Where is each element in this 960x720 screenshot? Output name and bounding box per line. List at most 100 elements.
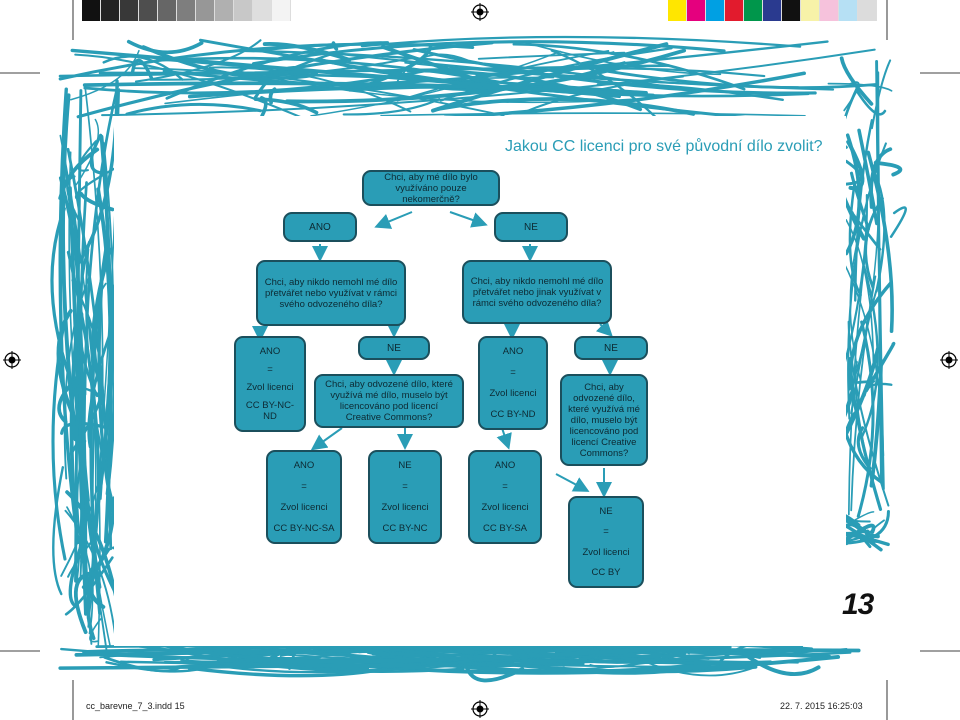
answer-no-noncommercial: NE xyxy=(494,212,568,242)
scribble-stroke xyxy=(867,519,885,544)
scribble-stroke xyxy=(742,651,821,676)
process-color-bar xyxy=(668,0,877,21)
page-number: 13 xyxy=(842,588,874,621)
question-share-alike-nc: Chci, aby odvozené dílo, které využívá m… xyxy=(314,374,464,428)
footer-timestamp: 22. 7. 2015 16:25:03 xyxy=(780,701,863,711)
result-cc-by-nc-sa: ANO = Zvol licenci CC BY-NC-SA xyxy=(266,450,342,544)
scribble-stroke xyxy=(79,191,115,212)
arrow xyxy=(449,211,488,228)
question-noncommercial: Chci, aby mé dílo bylo využíváno pouze n… xyxy=(362,170,500,206)
result-cc-by-sa: ANO = Zvol licenci CC BY-SA xyxy=(468,450,542,544)
scribble-stroke xyxy=(847,142,887,420)
scribble-stroke xyxy=(158,56,537,91)
scribble-stroke xyxy=(406,68,643,112)
arrow xyxy=(374,211,413,229)
arrow xyxy=(310,427,343,451)
scribble-stroke xyxy=(870,59,892,130)
scribble-stroke xyxy=(92,187,113,529)
scribble-stroke xyxy=(520,40,722,76)
answer-no-derivatives-nc-no: NE xyxy=(358,336,430,360)
scribble-stroke xyxy=(52,466,65,596)
answer-yes-noncommercial: ANO xyxy=(283,212,357,242)
scribble-stroke xyxy=(103,655,181,673)
scribble-stroke xyxy=(160,643,322,661)
scribble-stroke xyxy=(310,50,562,117)
result-cc-by: NE = Zvol licenci CC BY xyxy=(568,496,644,588)
scribble-stroke xyxy=(82,81,655,98)
scribble-stroke xyxy=(77,162,93,645)
scribble-stroke xyxy=(854,119,874,302)
scribble-stroke xyxy=(860,265,879,439)
registration-mark-icon xyxy=(940,351,958,369)
scribble-stroke xyxy=(181,651,465,673)
scribble-stroke xyxy=(271,648,848,662)
scribble-stroke xyxy=(89,618,102,643)
registration-mark-icon xyxy=(3,351,21,369)
scribble-stroke xyxy=(134,67,505,117)
scribble-stroke xyxy=(839,347,880,446)
scribble-stroke xyxy=(58,42,475,81)
scribble-stroke xyxy=(70,48,621,99)
arrow xyxy=(555,473,590,492)
question-no-derivatives-nc: Chci, aby nikdo nemohl mé dílo přetvářet… xyxy=(256,260,406,326)
scribble-stroke xyxy=(857,128,879,226)
registration-mark-icon xyxy=(471,3,489,21)
scribble-stroke xyxy=(268,87,277,105)
scribble-stroke xyxy=(873,160,903,177)
scribble-stroke xyxy=(517,662,709,675)
footer-file-name: cc_barevne_7_3.indd 15 xyxy=(86,701,185,711)
scribble-stroke xyxy=(141,45,319,80)
scribble-stroke xyxy=(342,98,441,116)
scribble-stroke xyxy=(101,48,876,117)
scribble-stroke xyxy=(264,43,335,52)
result-cc-by-nc-nd: ANO = Zvol licenci CC BY-NC-ND xyxy=(234,336,306,432)
grayscale-color-bar xyxy=(82,0,291,21)
scribble-stroke xyxy=(58,64,671,78)
scribble-stroke xyxy=(380,45,505,91)
result-cc-by-nd: ANO = Zvol licenci CC BY-ND xyxy=(478,336,548,430)
scribble-stroke xyxy=(74,53,309,121)
scribble-stroke xyxy=(864,197,884,289)
scribble-stroke xyxy=(848,356,883,511)
scribble-stroke xyxy=(512,42,746,91)
scribble-stroke xyxy=(119,651,852,666)
registration-mark-icon xyxy=(471,700,489,718)
question-share-alike: Chci, aby odvozené dílo, které využívá m… xyxy=(560,374,648,466)
scribble-stroke xyxy=(331,41,339,51)
scribble-stroke xyxy=(848,183,862,297)
result-cc-by-nc: NE = Zvol licenci CC BY-NC xyxy=(368,450,442,544)
scribble-stroke xyxy=(850,275,877,512)
scribble-stroke xyxy=(360,35,802,48)
scribble-stroke xyxy=(380,112,806,117)
scribble-stroke xyxy=(148,56,414,81)
scribble-stroke xyxy=(430,42,669,113)
scribble-stroke xyxy=(219,654,543,671)
scribble-stroke xyxy=(840,257,885,457)
scribble-stroke xyxy=(134,39,262,83)
scribble-stroke xyxy=(61,93,78,442)
arrow xyxy=(496,427,512,450)
scribble-stroke xyxy=(66,250,101,493)
question-no-derivatives: Chci, aby nikdo nemohl mé dílo přetvářet… xyxy=(462,260,612,324)
scribble-stroke xyxy=(64,556,114,616)
scribble-stroke xyxy=(439,47,673,102)
scribble-stroke xyxy=(589,647,682,668)
answer-no-derivatives-no: NE xyxy=(574,336,648,360)
scribble-stroke xyxy=(889,206,907,238)
scribble-stroke xyxy=(75,166,118,201)
scribble-stroke xyxy=(51,321,67,561)
scribble-stroke xyxy=(843,81,860,112)
scribble-stroke xyxy=(839,56,874,106)
scribble-stroke xyxy=(83,83,120,396)
scribble-stroke xyxy=(102,142,115,465)
scribble-stroke xyxy=(856,320,875,518)
scribble-stroke xyxy=(854,361,869,466)
scribble-stroke xyxy=(97,281,115,515)
scribble-stroke xyxy=(196,655,499,674)
scribble-stroke xyxy=(68,538,85,609)
scribble-stroke xyxy=(80,390,87,564)
scribble-stroke xyxy=(75,118,100,186)
scribble-stroke xyxy=(126,39,204,55)
